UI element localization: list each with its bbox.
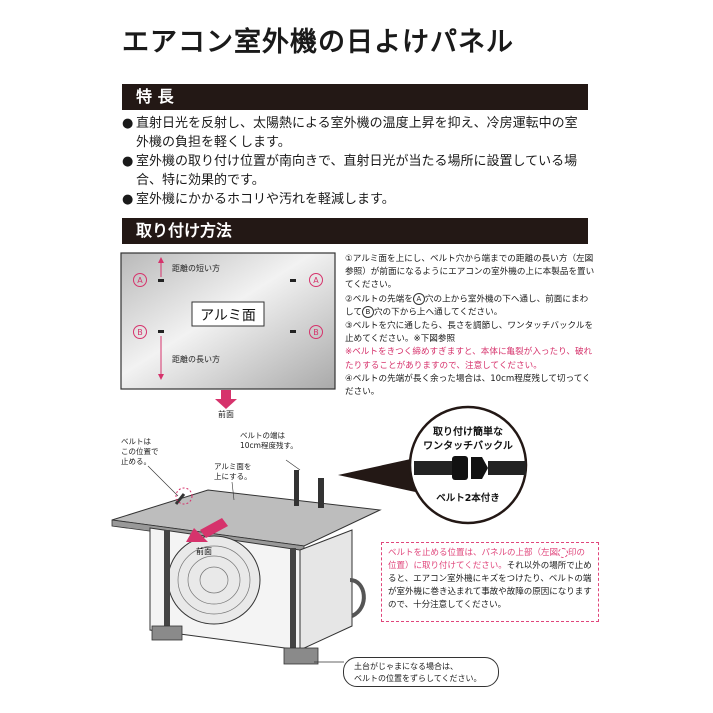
step-warning: ※ベルトをきつく締めすぎますと、本体に亀裂が入ったり、破れたりすることがあります…	[345, 347, 593, 371]
alu-face-label: アルミ面	[200, 308, 256, 324]
buckle-female-icon	[452, 456, 468, 480]
step-1: ①アルミ面を上にし、ベルト穴から端までの距離の長い方（左図参照）が前面になるよう…	[345, 254, 595, 291]
feature-text: 合、特に効果的です。	[136, 173, 265, 188]
mark-b-icon: B	[361, 306, 374, 319]
belt-end-note: ベルトの端は 10cm程度残す。	[240, 431, 298, 450]
buckle-title-2: ワンタッチバックル	[423, 440, 513, 452]
belt-stop-mark-icon	[175, 487, 193, 505]
install-heading: 取り付け方法	[122, 218, 588, 244]
callout-line: 土台がじゃまになる場合は、	[354, 662, 458, 671]
alu-up-note: アルミ面を 上にする。	[214, 462, 252, 481]
arrow-down-icon	[215, 399, 237, 409]
note-text: それ以外の場所で止めると、エアコン室外機にキズをつけたり、ベルトの端が室外機に巻…	[388, 561, 592, 610]
belt-stop-note: ベルトは この位置で 止める。	[121, 437, 159, 466]
fan-grille-icon	[167, 535, 261, 625]
mark-b-icon	[133, 325, 147, 339]
feature-text: 外機の負担を軽くします。	[136, 135, 291, 150]
belt-position-note: ベルトを止める位置は、パネルの上部（左図印の位置）に取り付けてください。それ以外…	[381, 542, 599, 622]
panel-diagram: A A B B 距離の短い方 距離の長い方 アルミ面 前面	[120, 252, 336, 419]
mark-a-icon: A	[412, 292, 425, 305]
front-label: 前面	[218, 409, 234, 419]
note-warning: 印の位置）に取り付けてください。	[388, 548, 586, 571]
long-distance-label: 距離の長い方	[172, 354, 220, 364]
buckle-title-1: 取り付け簡単な	[433, 425, 503, 438]
mark-a-icon	[133, 273, 147, 287]
page-title: エアコン室外機の日よけパネル	[122, 27, 514, 58]
mark-b-label: B	[137, 328, 143, 337]
buckle-illustration: 取り付け簡単な ワンタッチバックル ベルト2本付き	[338, 405, 528, 525]
feature-item: ● 室外機にかかるホコリや汚れを軽減します。	[122, 190, 602, 209]
step-4: ④ベルトの先端が長く余った場合は、10cm程度残して切ってください。	[345, 373, 591, 398]
features-heading: 特 長	[122, 84, 588, 110]
buckle-male-icon	[471, 457, 488, 479]
belt-count-label: ベルト2本付き	[436, 492, 500, 504]
mark-a-icon	[309, 273, 323, 287]
feature-text: 室外機の取り付け位置が南向きで、直射日光が当たる場所に設置している場	[136, 154, 578, 169]
base-callout: 土台がじゃまになる場合は、 ベルトの位置をずらしてください。	[343, 657, 499, 687]
short-distance-label: 距離の短い方	[172, 263, 220, 273]
front-arrow-label: 前面	[196, 546, 212, 556]
mark-a-label: A	[313, 276, 319, 285]
bullet: ●	[122, 192, 134, 207]
mark-b-label: B	[313, 328, 319, 337]
alu-face-box	[191, 301, 265, 327]
note-warning: ベルトを止める位置は、パネルの上部（左図	[388, 548, 559, 558]
ac-unit-illustration: 前面	[111, 459, 382, 665]
mark-b-icon	[309, 325, 323, 339]
bullet: ●	[122, 154, 134, 169]
dashed-circle-icon	[558, 547, 569, 558]
features-list: ● 直射日光を反射し、太陽熱による室外機の温度上昇を抑え、冷房運転中の室外機の負…	[122, 114, 602, 209]
callout-line: ベルトの位置をずらしてください。	[354, 674, 482, 683]
install-steps: ①アルミ面を上にし、ベルト穴から端までの距離の長い方（左図参照）が前面になるよう…	[345, 253, 595, 399]
bullet: ●	[122, 116, 134, 131]
feature-text: 室外機にかかるホコリや汚れを軽減します。	[136, 192, 395, 207]
step-3: ③ベルトを穴に通したら、長さを調節し、ワンタッチバックルを止めてください。※下図…	[345, 321, 594, 345]
feature-item: ● 直射日光を反射し、太陽熱による室外機の温度上昇を抑え、冷房運転中の室外機の負…	[122, 114, 602, 152]
mark-a-label: A	[137, 276, 143, 285]
feature-item: ● 室外機の取り付け位置が南向きで、直射日光が当たる場所に設置している場合、特に…	[122, 152, 602, 190]
front-arrow-icon	[186, 528, 208, 542]
feature-text: 直射日光を反射し、太陽熱による室外機の温度上昇を抑え、冷房運転中の室	[136, 116, 578, 131]
